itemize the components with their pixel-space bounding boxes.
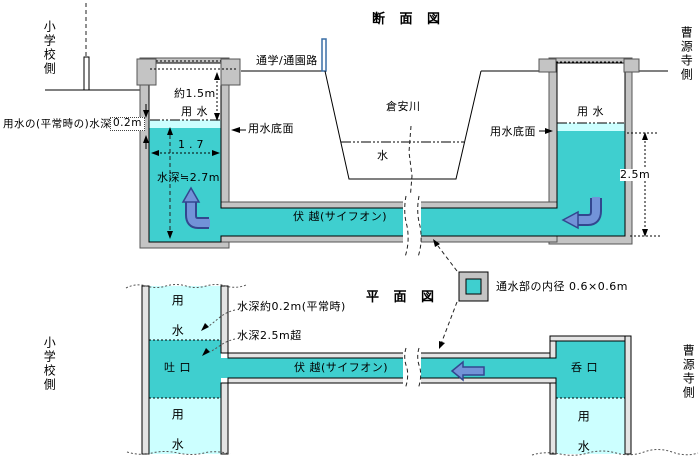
- inlet-label: 呑 口: [571, 361, 598, 374]
- left-shaft-cap-left: [136, 58, 157, 86]
- siphon-label-plan: 伏 越(サイフオン): [294, 361, 389, 374]
- plan-pipe-break-left: [404, 347, 409, 390]
- pointer-right-arrow: [545, 128, 553, 134]
- cross-section-drawing: [45, 3, 668, 258]
- dim-2_7-arrow-up: [167, 127, 173, 135]
- plan-title: 平 面 図: [366, 290, 440, 305]
- plan-channel-label-bottom-left: 用 水: [170, 408, 185, 452]
- plan-inlet-top-wall: [549, 335, 632, 342]
- legend-leader-up-arrow: [433, 239, 440, 247]
- plan-channel-label-bottom-right: 用 水: [576, 410, 591, 454]
- legend-leader-down: [440, 301, 458, 345]
- right-shaft-cap-right: [623, 58, 640, 73]
- dim-1_7-arrow-right: [212, 150, 220, 156]
- dim-0_2-arrow-up: [143, 135, 149, 143]
- left-shaft-cap-right: [220, 58, 241, 86]
- depth-2_7-label: 水深≒2.7m: [157, 171, 220, 184]
- dim-2_5-arrow-down: [642, 229, 648, 237]
- plan-left-channel-right-wall-lower: [220, 382, 229, 455]
- plan-inlet-right-wall: [624, 335, 632, 455]
- flow-arrow-down-left-icon: [561, 197, 602, 230]
- pipe-water: [221, 208, 557, 236]
- outlet-label: 吐 口: [164, 361, 191, 374]
- river-channel-outline: [324, 70, 482, 180]
- dim-0_2-arrow-down: [143, 110, 149, 118]
- side-label-temple-bottom: 曹源寺側: [681, 344, 696, 400]
- plan-outlet-water: [149, 340, 221, 398]
- plan-cut-bottom-left: [126, 451, 231, 455]
- plan-view-drawing: [125, 284, 699, 456]
- dim-1_5-arrow-up: [214, 72, 220, 80]
- cross-section-title: 断 面 図: [372, 12, 446, 27]
- dim-1_7-arrow-left: [151, 150, 159, 156]
- plan-channel-label-top-left: 用 水: [170, 294, 185, 338]
- plan-leader-0_2: [208, 309, 236, 327]
- plan-pipe-bottom-wall: [227, 377, 557, 384]
- left-shaft-shallow-water: [149, 120, 221, 128]
- plan-depth-over-label: 水深2.5m超: [237, 329, 302, 342]
- plan-inlet-water: [556, 341, 625, 398]
- channel-bottom-label-left: 用水底面: [248, 122, 294, 135]
- pipe-break-left: [404, 195, 409, 258]
- legend-leader-down-arrow: [439, 341, 445, 349]
- side-label-school-bottom: 小学校側: [42, 336, 57, 392]
- dim-2_5-arrow-up: [642, 132, 648, 140]
- normal-depth-value: 0.2m: [110, 117, 145, 131]
- plan-leader-2_5-arrow: [202, 348, 210, 356]
- plan-leader-2_5: [209, 338, 236, 353]
- plan-left-wall: [141, 285, 150, 455]
- plan-pipe-break-gap: [403, 346, 421, 390]
- siphon-label-cross: 伏 越(サイフオン): [293, 210, 388, 223]
- side-label-school-top: 小学校側: [42, 20, 57, 76]
- channel-right-label: 用 水: [577, 105, 604, 118]
- right-shaft-shallow-water: [557, 123, 625, 131]
- plan-cut-top: [125, 284, 247, 289]
- flow-arrow-up-icon: [181, 186, 210, 229]
- river-name-label: 倉安川: [386, 100, 421, 113]
- river-water-label: 水: [377, 149, 389, 162]
- pipe-break-right: [417, 195, 422, 258]
- plan-right-channel-water: [556, 398, 625, 454]
- dim-1_5-label: 約1.5m: [174, 87, 216, 100]
- plan-leader-0_2-arrow: [201, 323, 209, 331]
- pipe-section-legend: [433, 239, 489, 349]
- side-label-temple-top: 曹源寺側: [679, 26, 694, 82]
- plan-pipe-top-wall: [227, 352, 557, 359]
- plan-pipe-break-right: [417, 347, 422, 390]
- legend-leader-up: [437, 245, 458, 272]
- plan-inlet-left-wall-lower: [549, 382, 557, 455]
- channel-left-label: 用 水: [181, 105, 208, 118]
- dim-2_5-label: 2.5m: [620, 168, 651, 182]
- pole-icon: [83, 56, 90, 91]
- right-shaft-cap-left: [538, 58, 557, 73]
- pipe-section-inner-icon: [465, 278, 482, 295]
- plan-cut-bottom-right: [531, 449, 699, 456]
- dim-2_7-arrow-down: [167, 231, 173, 239]
- plan-depth-normal-label: 水深約0.2m(平常時): [237, 300, 346, 313]
- river-break-line: [408, 125, 413, 201]
- pipe-break-gap: [403, 194, 421, 258]
- dim-1_7-label: 1.7: [178, 138, 208, 151]
- fence-post-icon: [321, 38, 327, 72]
- normal-depth-label: 用水の(平常時の)水深 ≒: [3, 118, 125, 130]
- flow-arrow-left-icon: [450, 360, 485, 382]
- plan-inlet-left-wall-upper: [549, 340, 557, 359]
- pipe-size-label: 通水部の内径 0.6×0.6m: [496, 280, 628, 293]
- pointer-left-arrow: [231, 127, 240, 133]
- plan-left-channel-right-wall-upper: [220, 285, 229, 354]
- dim-1_5-arrow-down: [214, 113, 220, 121]
- plan-pipe-water: [221, 358, 556, 378]
- channel-bottom-label-right: 用水底面: [490, 125, 536, 138]
- path-label: 通学/通園路: [256, 54, 318, 67]
